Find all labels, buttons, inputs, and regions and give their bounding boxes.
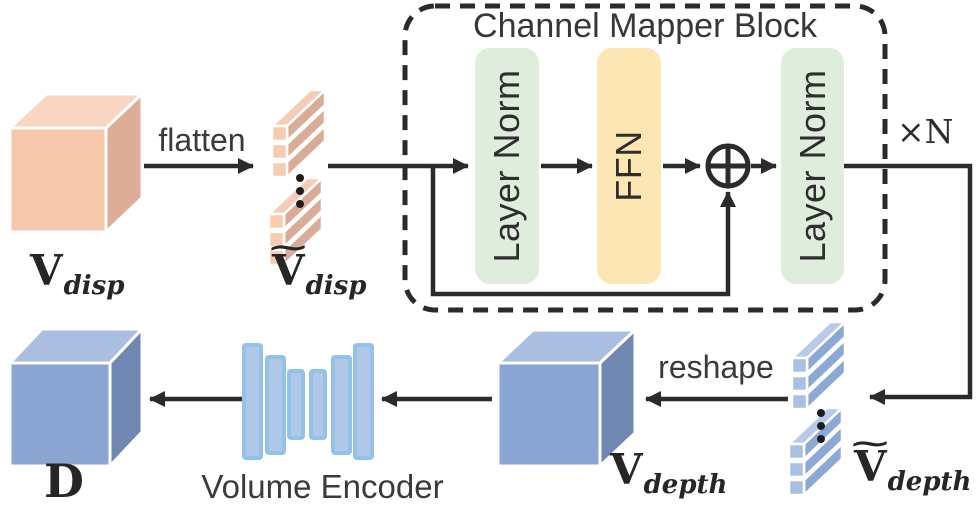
layer-norm-1-label: Layer Norm	[486, 69, 527, 263]
flatten-label: flatten	[158, 122, 246, 158]
volume-encoder-label: Volume Encoder	[201, 468, 444, 505]
v-disp-flat-subscript: disp	[305, 271, 367, 301]
block-title: Channel Mapper Block	[473, 7, 817, 45]
block-output-route	[844, 163, 973, 405]
ffn-box: FFN	[597, 48, 661, 284]
v-depth-flat-subscript: depth	[887, 467, 972, 497]
skip-connection	[430, 166, 736, 297]
v-depth-base: V	[610, 445, 643, 494]
v-disp-cube	[8, 92, 144, 234]
depth-ellipsis-dots	[817, 409, 825, 443]
v-disp-subscript: disp	[63, 271, 125, 301]
volume-encoder-bars	[242, 343, 374, 460]
v-disp-base: V	[30, 246, 63, 295]
v-depth-cube	[496, 328, 637, 468]
v-disp-token-stack-top	[270, 88, 327, 179]
depth-map-label: D	[44, 458, 84, 504]
v-disp-label: Vdisp	[30, 250, 124, 302]
v-depth-token-stack-top	[790, 320, 847, 411]
tilde-mark: ~	[266, 231, 311, 264]
disp-ellipsis-dots	[296, 174, 304, 208]
residual-sum-node	[705, 143, 751, 189]
channel-mapper-block-border	[402, 3, 888, 313]
reshape-label: reshape	[658, 349, 774, 385]
depth-output-cube	[8, 327, 144, 468]
repeat-count-label: ×N	[897, 112, 954, 151]
v-depth-subscript: depth	[643, 470, 728, 500]
ffn-label: FFN	[608, 130, 649, 202]
depth-map-base: D	[44, 454, 84, 505]
tilde-mark: ~	[848, 427, 893, 460]
layer-norm-2-label: Layer Norm	[791, 69, 833, 263]
layer-norm-2-box: Layer Norm	[781, 48, 844, 284]
v-disp-token-stack-bottom	[267, 176, 324, 267]
v-depth-label: Vdepth	[610, 449, 727, 501]
v-depth-token-stack-bottom	[787, 406, 844, 497]
v-depth-flat-base: V	[854, 442, 887, 491]
v-disp-flat-base: V	[272, 246, 305, 295]
layer-norm-1-box: Layer Norm	[475, 48, 539, 284]
v-depth-flat-label: ~Vdepth	[848, 430, 971, 498]
v-disp-flat-label: ~Vdisp	[266, 234, 366, 302]
